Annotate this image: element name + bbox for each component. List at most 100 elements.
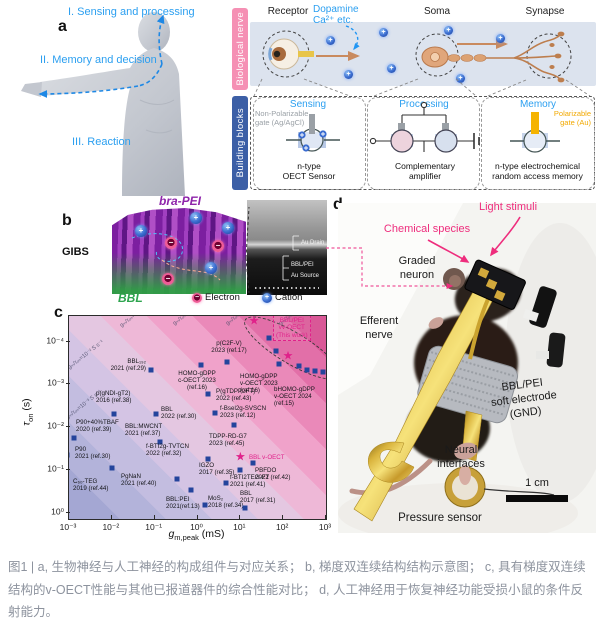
chart-square-marker: [266, 335, 272, 340]
tab-building-blocks-label: Building blocks: [234, 108, 246, 178]
gibs-morphology-illustration: + + + + − − −: [112, 208, 246, 294]
sem-bbl-pei-label: BBL/PEI: [291, 262, 314, 268]
legend-cation: + Cation: [262, 292, 302, 303]
figure-caption: 图1 | a, 生物神经与人工神经的构成组件与对应关系； b, 梯度双连续结构结…: [8, 560, 586, 619]
iso-line-label: gₘ/τₒₙ=10⁻² S s⁻¹: [68, 339, 105, 371]
plus-glyph: +: [328, 37, 333, 44]
cation-icon: +: [456, 74, 465, 83]
chart-square-marker: [250, 460, 256, 466]
x-axis-var: g: [168, 528, 175, 540]
chart-point-label: HOMO-gDPP c-OECT 2023 (ref.16): [178, 370, 216, 391]
x-tick-mark: [196, 515, 198, 519]
pressure-sensor-label: Pressure sensor: [398, 512, 482, 524]
chart-square-marker: [188, 487, 194, 493]
chart-square-marker: [205, 391, 211, 397]
chart-square-marker: [69, 452, 70, 458]
chart-square-marker: [231, 422, 237, 428]
graded-neuron-label: Graded neuron: [398, 255, 436, 281]
soma-label: Soma: [423, 6, 451, 17]
chart-square-marker: [109, 465, 115, 471]
sem-au-source-label: Au Source: [291, 273, 320, 279]
legend-cation-label: Cation: [275, 292, 303, 303]
chart-point-label: f-BTI2g-TVTCN 2022 (ref.32): [146, 443, 189, 457]
x-tick-mark: [325, 515, 326, 519]
bbl-label: BBL: [118, 291, 143, 305]
cation-icon: +: [344, 70, 353, 79]
cation-icon: +: [387, 64, 396, 73]
y-axis-var: τ: [20, 421, 33, 426]
chart-point-label: HOMO-gDPP v-OECT 2023 (ref.16): [240, 373, 278, 394]
chart-point-label: f-Bsel2g-SVSCN 2023 (ref.12): [220, 405, 267, 419]
bra-pei-label: bra-PEI: [158, 194, 201, 208]
chart-square-marker: [223, 480, 229, 486]
x-tick-label: 10¹: [233, 522, 246, 532]
plus-glyph: +: [138, 226, 144, 235]
y-axis-unit: (s): [20, 398, 33, 414]
oect-sensor-label: n-type OECT Sensor: [282, 161, 336, 182]
x-tick-label: 10²: [276, 522, 289, 532]
chart-square-marker: [198, 362, 204, 368]
sem-au-drain-label: Au Drain: [301, 240, 325, 246]
legend-electron: − Electron: [192, 292, 240, 303]
scale-bar-label: 1 cm: [525, 477, 549, 489]
chart-point-label: p(C2F-V) 2023 (ref.17): [211, 340, 247, 354]
chart-point-label: BBL:PEI 2021(ref.13): [166, 496, 200, 510]
chart-point-label: PgNaN 2021 (ref.40): [121, 473, 157, 487]
plus-glyph: +: [458, 75, 463, 82]
electron-icon: −: [165, 237, 177, 249]
electron-icon: −: [212, 240, 224, 252]
x-tick-mark: [282, 515, 284, 519]
x-tick-label: 10⁻¹: [145, 522, 163, 532]
chart-point-label: BBL 2017 (ref.31): [240, 490, 276, 504]
sensing-block: [253, 97, 366, 190]
chart-square-marker: [273, 348, 279, 354]
panel-d-tag: d: [333, 196, 343, 214]
plus-glyph: +: [346, 71, 351, 78]
flow-label-sensing: I. Sensing and processing: [68, 6, 195, 18]
cation-icon: +: [205, 262, 217, 274]
chart-square-marker: [202, 502, 208, 508]
building-blocks-circuits: [286, 101, 560, 153]
chart-square-marker: [148, 367, 154, 373]
legend-electron-label: Electron: [205, 292, 240, 303]
light-stimuli-label: Light stimuli: [478, 201, 538, 213]
minus-glyph: −: [168, 238, 174, 247]
x-tick-label: 10⁰: [190, 522, 203, 532]
chart-square-marker: [205, 456, 211, 462]
chart-square-marker: [157, 439, 163, 445]
cation-icon: +: [262, 292, 272, 303]
x-axis-sub: m,peak: [174, 533, 199, 543]
memory-title: Memory: [519, 99, 557, 110]
tab-building-blocks: Building blocks: [232, 96, 248, 190]
chart-point-label: P90+40%TBAF 2020 (ref.39): [76, 419, 119, 433]
tab-biological-nerve-label: Biological nerve: [234, 12, 246, 86]
chart-point-label: P90 2021 (ref.30): [75, 446, 111, 460]
amplifier-label: Complementary amplifier: [395, 161, 455, 182]
chart-point-label: bHOMO-gDPP v-OECT 2024 (ref.15): [274, 386, 315, 407]
plus-glyph: +: [389, 65, 394, 72]
x-tick-mark: [239, 515, 241, 519]
y-tick-label: 10⁻⁴: [46, 335, 64, 346]
sem-cross-section-image: Au Drain BBL/PEI Au Source: [247, 200, 327, 295]
chart-square-marker: [296, 363, 302, 369]
flow-label-memory: II. Memory and decision: [40, 54, 157, 66]
electron-icon: −: [192, 292, 202, 303]
plus-glyph: +: [446, 27, 451, 34]
iso-line-label: gₘ/τₒₙ=10⁻¹ S s⁻¹: [119, 316, 157, 329]
chart-star-marker: ★: [248, 315, 260, 328]
minus-glyph: −: [215, 241, 221, 250]
x-tick-label: 10³: [318, 522, 332, 532]
chart-point-label: TDPP-RD-G7 2023 (ref.45): [209, 433, 247, 447]
human-body-illustration: [21, 12, 185, 196]
chart-point-label: P(gTDPP2FT) 2022 (ref.43): [216, 388, 256, 402]
y-axis-sub: on: [25, 413, 35, 422]
neural-interfaces-label: Neural interfaces: [437, 444, 485, 470]
plus-glyph: +: [208, 263, 214, 272]
x-axis-unit: (mS): [198, 528, 225, 540]
polarizable-gate-label: Polarizable gate (Au): [553, 109, 591, 127]
plus-glyph: +: [264, 294, 270, 301]
neurotransmitter-label: Dopamine Ca²⁺ etc.: [313, 4, 359, 26]
